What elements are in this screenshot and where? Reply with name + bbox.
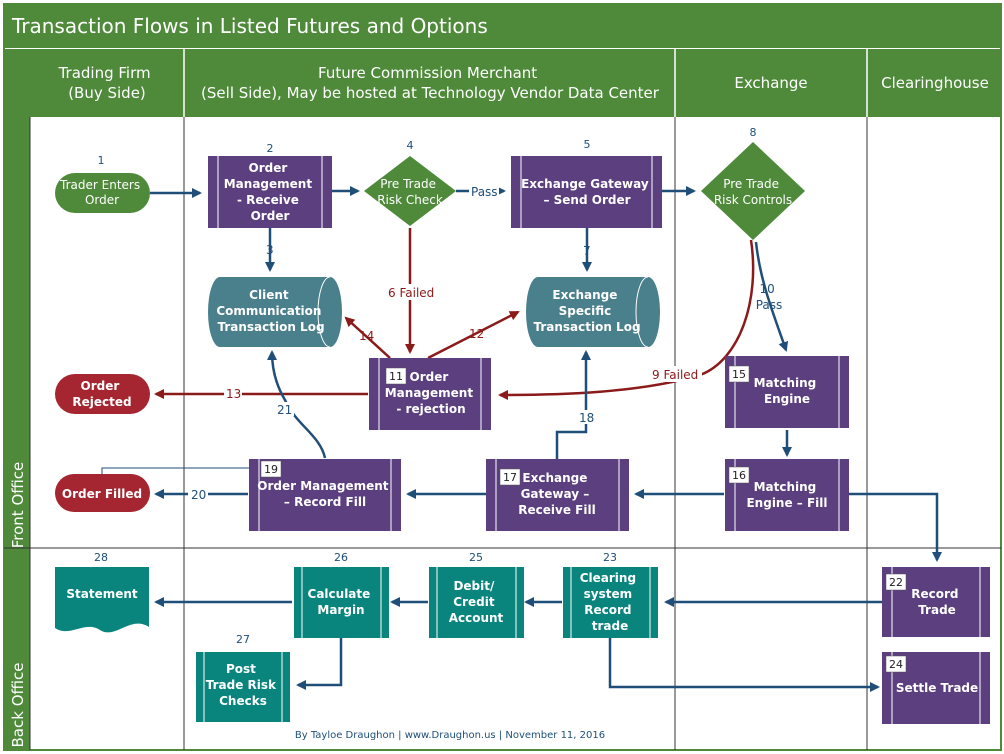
node-number-11: 11 xyxy=(389,370,403,383)
edge-label-9-failed: 9 Failed xyxy=(652,368,698,382)
node-number-17: 17 xyxy=(503,471,517,484)
node-statement[interactable]: 28 Statement xyxy=(55,551,149,633)
node-number-1: 1 xyxy=(98,154,105,167)
node-client-communication-log[interactable]: Client Communication Transaction Log xyxy=(208,276,342,348)
node-settle-trade[interactable]: 24 Settle Trade xyxy=(882,652,990,724)
node-order-rejected[interactable]: Order Rejected xyxy=(55,374,150,414)
edge-label-20: 20 xyxy=(191,488,206,502)
column-header-trading-firm: Trading Firm (Buy Side) xyxy=(58,64,156,102)
title-bar xyxy=(4,4,1001,48)
svg-text:Order Management -: Order Management - Receive Order xyxy=(224,161,317,223)
svg-text:Order Filled: Order Filled xyxy=(62,487,142,501)
svg-text:Order Management -: Order Management - rejection xyxy=(385,370,478,416)
node-record-trade[interactable]: 22 Record Trade xyxy=(882,567,990,637)
svg-text:Exchange Gateway – Send: Exchange Gateway – Send Order xyxy=(521,177,653,207)
row-header-front-office: Front Office xyxy=(9,462,27,549)
node-matching-engine[interactable]: 15 Matching Engine xyxy=(725,356,849,428)
diagram-title: Transaction Flows in Listed Futures and … xyxy=(11,14,488,38)
svg-text:Client Communication: Client Communication Transaction Log xyxy=(216,288,325,334)
svg-text:Trader Enters Order: Trader Enters Order xyxy=(59,178,144,207)
edge-label-18: 18 xyxy=(579,411,594,425)
edge-18 xyxy=(555,350,591,459)
svg-text:Clearing system Re: Clearing system Record trade xyxy=(580,571,641,633)
edge-21 xyxy=(267,350,327,459)
edge-12 xyxy=(427,310,520,360)
node-number-28: 28 xyxy=(94,551,108,564)
node-number-2: 2 xyxy=(267,142,274,155)
edge-label-6-failed: 6 Failed xyxy=(388,286,434,300)
svg-text:Exchange Specific: Exchange Specific Transaction Log xyxy=(533,288,640,334)
node-pre-trade-risk-check[interactable]: 4 Pre Trade Risk Check xyxy=(364,139,456,226)
node-number-22: 22 xyxy=(889,576,903,589)
node-trader-enters-order[interactable]: 1 Trader Enters Order xyxy=(55,154,150,213)
node-post-trade-risk-checks[interactable]: 27 Post Trade Risk Checks xyxy=(196,633,290,722)
node-debit-credit-account[interactable]: 25 Debit/ Credit Account xyxy=(429,551,524,638)
node-order-management-receive[interactable]: 2 Order Management - Receive Order xyxy=(208,142,332,228)
column-header-fcm: Future Commission Merchant (Sell Side), … xyxy=(201,64,660,102)
svg-text:Debit/ Credit Acco: Debit/ Credit Account xyxy=(449,579,504,625)
edge-label-3: 3 xyxy=(266,243,274,257)
row-header-bar xyxy=(4,49,30,750)
edge-10-pass xyxy=(754,241,789,352)
node-number-4: 4 xyxy=(407,139,414,152)
column-header-exchange: Exchange xyxy=(734,74,807,92)
edge-23-24 xyxy=(608,638,880,692)
edge-label-pass: Pass xyxy=(471,185,498,199)
node-order-management-rejection[interactable]: 11 Order Management - rejection xyxy=(369,358,491,430)
svg-text:Matching Engine – Fill: Matching Engine – Fill xyxy=(746,480,827,510)
node-calculate-margin[interactable]: 26 Calculate Margin xyxy=(294,551,389,638)
node-exchange-gateway-send[interactable]: 5 Exchange Gateway – Send Order xyxy=(511,138,662,228)
svg-text:Pre Trade Risk Controls: Pre Trade Risk Controls xyxy=(714,177,792,207)
node-order-filled[interactable]: Order Filled xyxy=(55,474,150,512)
node-number-23: 23 xyxy=(603,551,617,564)
svg-text:Post Trade Risk Ch: Post Trade Risk Checks xyxy=(206,662,280,708)
node-number-25: 25 xyxy=(469,551,483,564)
svg-text:Calculate Margin: Calculate Margin xyxy=(308,587,375,617)
row-header-back-office: Back Office xyxy=(9,663,27,748)
svg-text:Order Management – Recor: Order Management – Record Fill xyxy=(257,479,392,509)
node-exchange-specific-log[interactable]: Exchange Specific Transaction Log xyxy=(526,276,660,348)
svg-text:Matching Engine: Matching Engine xyxy=(754,376,821,406)
edge-26-27 xyxy=(296,638,343,690)
node-number-16: 16 xyxy=(732,469,746,482)
svg-text:Order Rejected: Order Rejected xyxy=(72,379,131,409)
node-order-management-record-fill[interactable]: 19 Order Management – Record Fill xyxy=(249,459,401,531)
edge-label-7: 7 xyxy=(583,244,591,258)
svg-text:Record Trade: Record Trade xyxy=(911,587,962,617)
svg-text:Settle Trade: Settle Trade xyxy=(896,681,978,695)
svg-text:Exchange Gateway –: Exchange Gateway – Receive Fill xyxy=(518,471,595,517)
node-matching-engine-fill[interactable]: 16 Matching Engine – Fill xyxy=(725,459,849,531)
node-number-15: 15 xyxy=(732,368,746,381)
svg-text:Pre Trade Risk Check: Pre Trade Risk Check xyxy=(377,177,443,207)
edge-label-12: 12 xyxy=(469,327,484,341)
edge-label-14: 14 xyxy=(359,329,374,343)
svg-text:Statement: Statement xyxy=(66,587,138,601)
node-number-26: 26 xyxy=(334,551,348,564)
node-number-5: 5 xyxy=(584,138,591,151)
node-number-8: 8 xyxy=(750,126,757,139)
column-header-clearinghouse: Clearinghouse xyxy=(881,74,989,92)
edge-16-22 xyxy=(849,492,942,562)
node-exchange-gateway-receive-fill[interactable]: 17 Exchange Gateway – Receive Fill xyxy=(486,459,629,531)
node-number-27: 27 xyxy=(236,633,250,646)
edge-label-13: 13 xyxy=(226,387,241,401)
node-number-19: 19 xyxy=(264,463,278,476)
edge-14 xyxy=(344,316,391,359)
node-number-24: 24 xyxy=(889,658,903,671)
edge-label-21: 21 xyxy=(277,403,292,417)
swimlane-frame xyxy=(3,3,1002,751)
node-pre-trade-risk-controls[interactable]: 8 Pre Trade Risk Controls xyxy=(701,126,805,240)
credit-line: By Tayloe Draughon | www.Draughon.us | N… xyxy=(295,730,605,741)
column-header-bar xyxy=(30,49,1001,117)
node-clearing-system-record-trade[interactable]: 23 Clearing system Record trade xyxy=(563,551,658,638)
edge-label-10-pass: 10 Pass xyxy=(756,282,783,312)
